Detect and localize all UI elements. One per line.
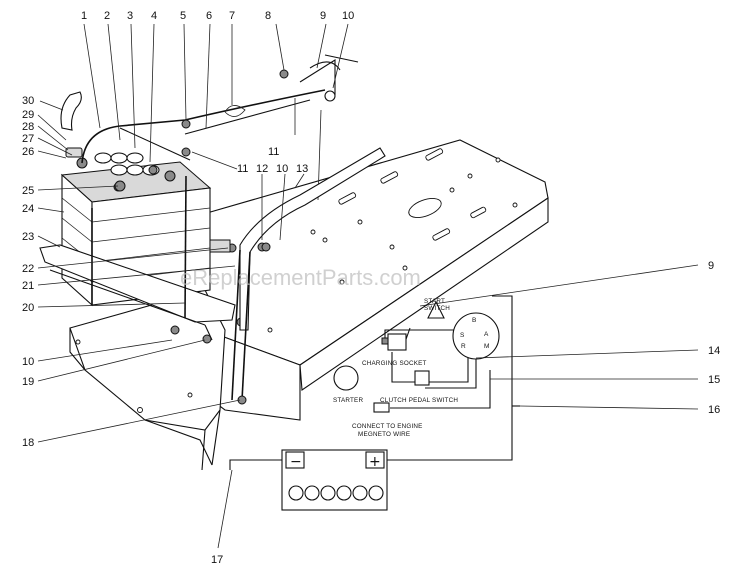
callout-26: 26 [22, 146, 34, 158]
callout-6: 6 [206, 10, 212, 22]
callout-9-right: 9 [708, 260, 714, 272]
lever-arm [231, 147, 386, 405]
callout-20: 20 [22, 302, 34, 314]
terminal-m: M [484, 343, 489, 350]
callout-10-top: 10 [342, 10, 354, 22]
callout-29: 29 [22, 109, 34, 121]
callout-21: 21 [22, 280, 34, 292]
terminal-r: R [461, 343, 466, 350]
terminal-a: A [484, 331, 489, 338]
callout-16: 16 [708, 404, 720, 416]
start-switch [452, 312, 500, 360]
callout-19: 19 [22, 376, 34, 388]
callout-24: 24 [22, 203, 34, 215]
callout-10-left: 10 [22, 356, 34, 368]
watermark: eReplacementParts.com [180, 265, 421, 290]
callout-27: 27 [22, 133, 34, 145]
callout-10-mid: 10 [276, 163, 288, 175]
clutch-pedal-switch-label: CLUTCH PEDAL SWITCH [380, 397, 458, 404]
battery-tray [39, 175, 267, 344]
charging-socket-label: CHARGING SOCKET [362, 360, 427, 367]
callout-11-upper: 11 [268, 146, 279, 158]
terminal-s: S [460, 332, 465, 339]
chassis-frame [69, 139, 549, 471]
callout-1: 1 [81, 10, 87, 22]
callout-7: 7 [229, 10, 235, 22]
callout-4: 4 [151, 10, 157, 22]
callout-25: 25 [22, 185, 34, 197]
switch-symbol-icon [427, 300, 445, 319]
magneto-connector [373, 402, 390, 413]
callout-13: 13 [296, 163, 308, 175]
starter-label: STARTER [333, 397, 363, 404]
callout-17: 17 [211, 554, 223, 566]
engine-label-1: CONNECT TO ENGINE [352, 423, 423, 430]
charging-socket [387, 333, 407, 351]
engine-label-2: MEGNETO WIRE [358, 431, 410, 438]
battery-negative-icon: − [290, 454, 302, 470]
callout-11-lower: 11 [237, 163, 248, 175]
callout-9-top: 9 [320, 10, 326, 22]
clutch-pedal-switch [414, 370, 430, 386]
callouts: 1 2 3 4 5 6 7 8 9 10 11 11 12 10 13 30 2… [22, 10, 720, 566]
battery-cables [81, 54, 359, 201]
starter [333, 365, 359, 391]
wiring-schematic: B A M R S START SWITCH CHARGING SOCKET S… [229, 295, 520, 511]
start-switch-label-1: START [424, 298, 445, 305]
callout-15: 15 [708, 374, 720, 386]
terminal-b: B [472, 317, 476, 324]
callout-3: 3 [127, 10, 133, 22]
leader-lines [37, 23, 699, 549]
battery-positive-icon: + [369, 454, 381, 470]
callout-2: 2 [104, 10, 110, 22]
callout-18: 18 [22, 437, 34, 449]
callout-30: 30 [22, 95, 34, 107]
callout-22: 22 [22, 263, 34, 275]
callout-12: 12 [256, 163, 268, 175]
callout-23: 23 [22, 231, 34, 243]
callout-14: 14 [708, 345, 720, 357]
callout-28: 28 [22, 121, 34, 133]
callout-8: 8 [265, 10, 271, 22]
callout-5: 5 [180, 10, 186, 22]
start-switch-label-2: SWITCH [424, 305, 450, 312]
